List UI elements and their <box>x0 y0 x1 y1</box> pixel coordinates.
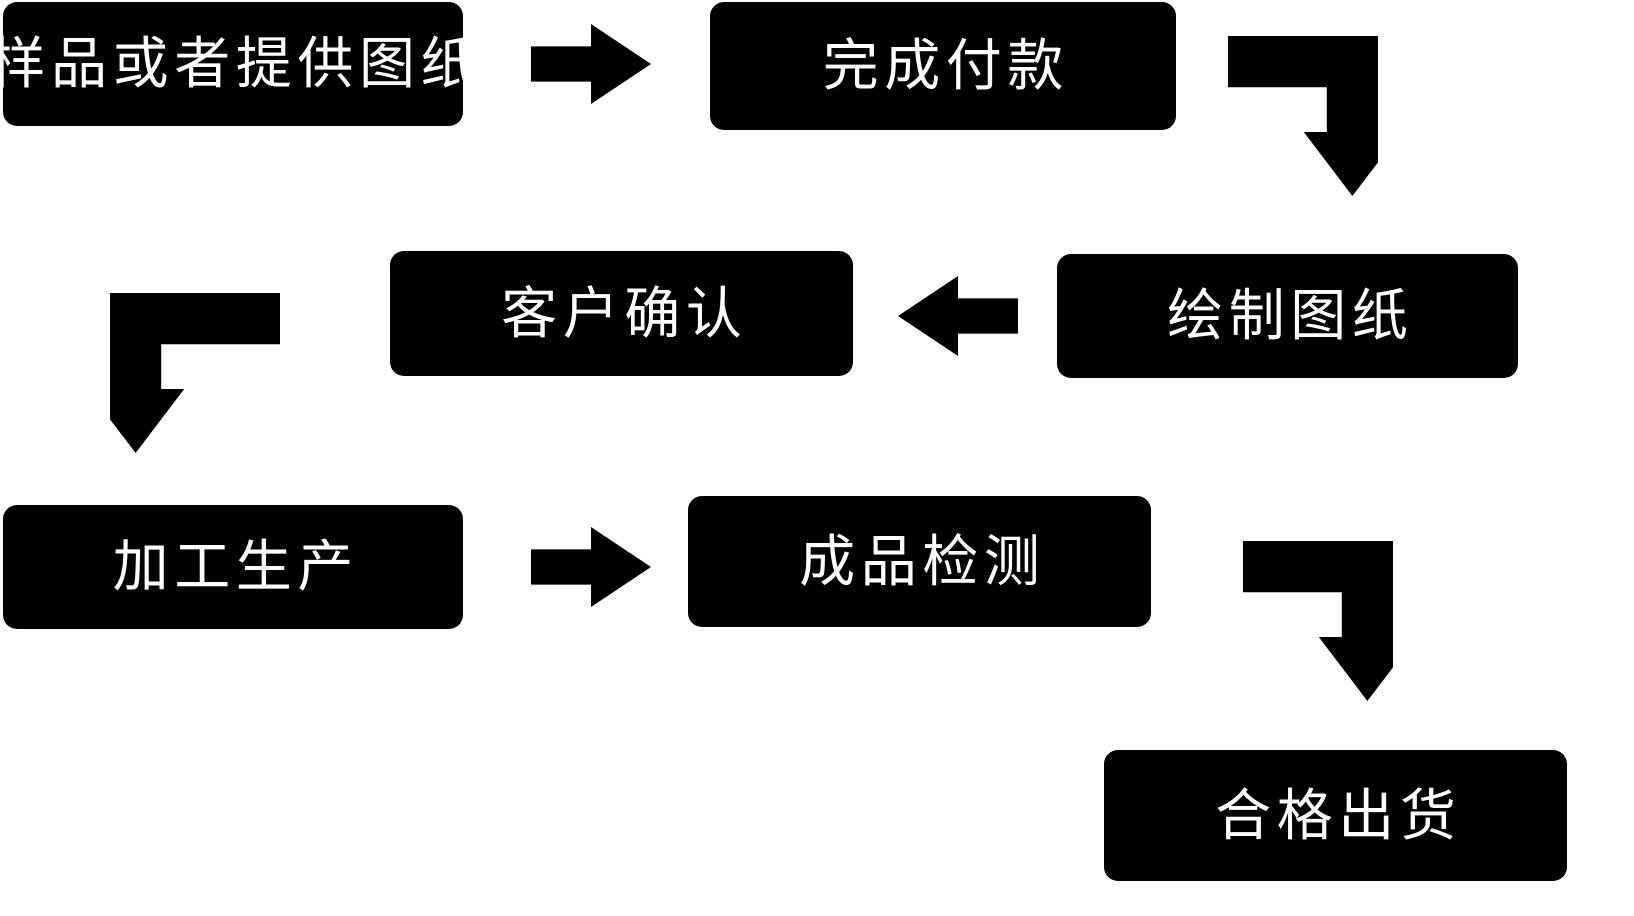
process-node-label: 绘制图纸 <box>1167 284 1414 347</box>
process-node-label: 合格出货 <box>1215 783 1462 847</box>
process-node-production[interactable]: 加工生产 <box>3 505 463 629</box>
process-node-customer-confirm[interactable]: 客户确认 <box>390 251 853 376</box>
process-node-draw-drawing[interactable]: 绘制图纸 <box>1057 254 1518 378</box>
process-node-finished-inspection[interactable]: 成品检测 <box>688 496 1151 627</box>
arrow-left-icon <box>898 276 1018 356</box>
process-node-label: 完成付款 <box>822 34 1069 97</box>
process-node-label: 客户确认 <box>501 281 748 345</box>
process-node-complete-payment[interactable]: 完成付款 <box>710 2 1176 130</box>
process-node-label: 加工生产 <box>112 535 359 598</box>
process-node-label: 成品检测 <box>799 529 1046 593</box>
arrow-elbow-right-down-icon <box>1243 541 1393 701</box>
arrow-right-icon <box>531 24 651 104</box>
process-node-qualified-shipment[interactable]: 合格出货 <box>1104 750 1567 881</box>
arrow-elbow-right-down-icon <box>1228 36 1378 196</box>
process-node-sample-drawing[interactable]: 样品或者提供图纸 <box>0 2 477 126</box>
process-node-label: 样品或者提供图纸 <box>0 32 483 95</box>
arrow-right-icon <box>531 527 651 607</box>
arrow-elbow-left-down-icon <box>110 293 280 453</box>
